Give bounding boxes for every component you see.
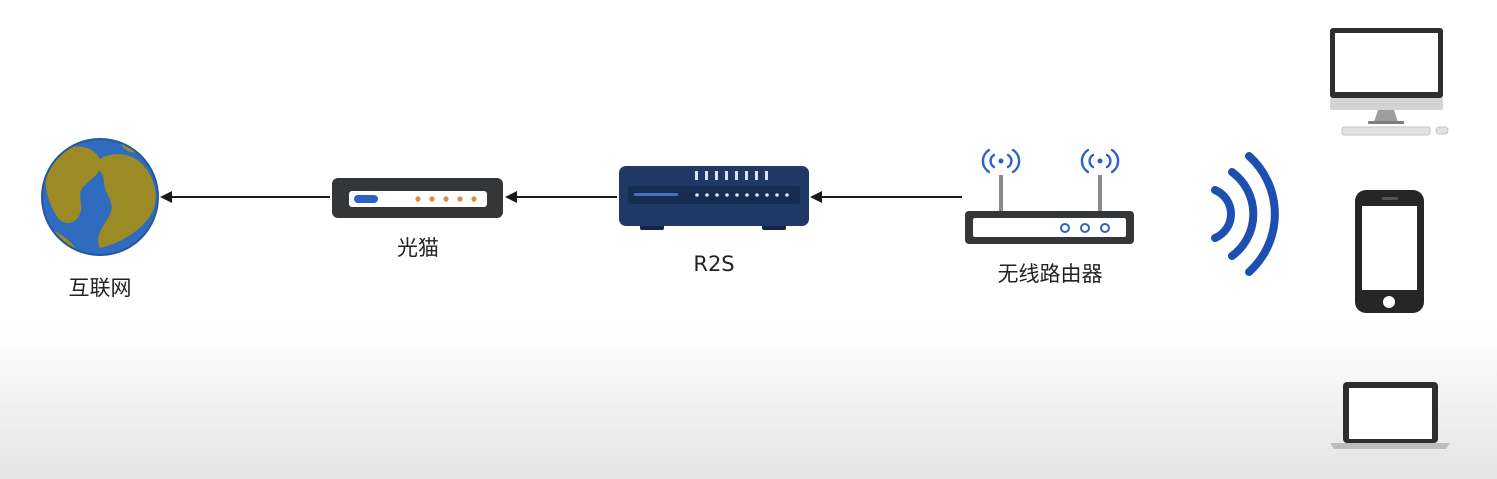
smartphone-icon: [1355, 190, 1424, 313]
internet-label: 互联网: [68, 276, 132, 300]
globe-icon: [41, 138, 159, 256]
modem-label: 光猫: [397, 236, 439, 260]
wifi-signal-icon: [1211, 152, 1279, 276]
modem-icon: [332, 178, 503, 218]
r2s-device-icon: [619, 166, 809, 230]
laptop-icon: [1330, 382, 1450, 449]
wireless-router-icon: [965, 148, 1134, 244]
r2s-label: R2S: [693, 252, 735, 276]
desktop-monitor-icon: [1330, 28, 1449, 136]
wireless-router-label: 无线路由器: [997, 262, 1103, 286]
